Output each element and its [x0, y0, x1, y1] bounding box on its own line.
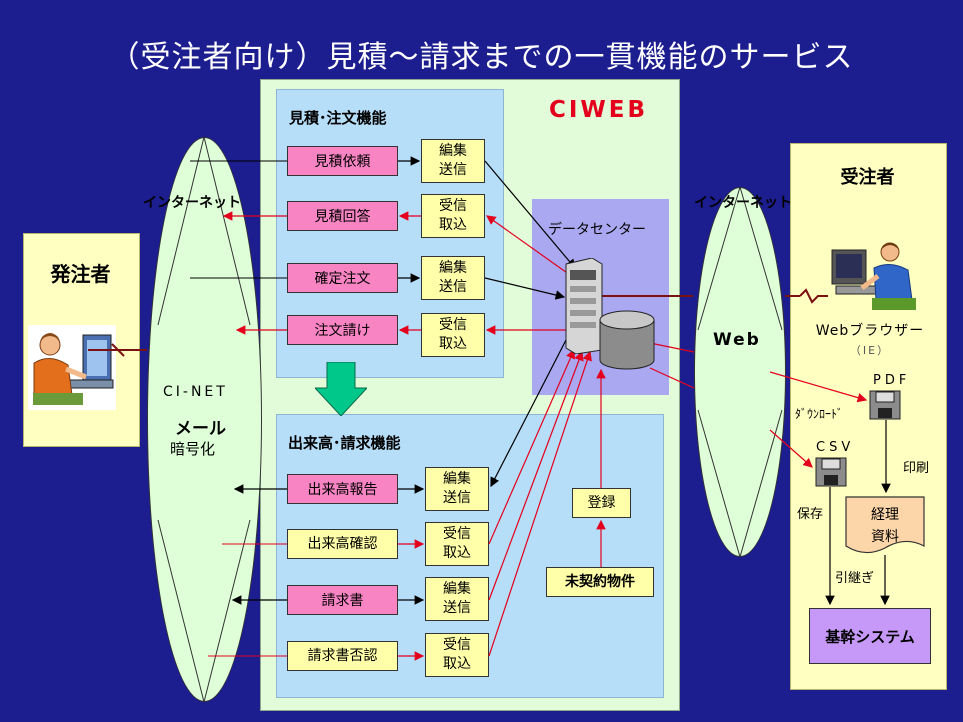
web-browser-label: Webブラウザー	[815, 323, 925, 339]
accounting-label-1: 経理	[871, 507, 899, 523]
uncontracted-box: 未契約物件	[546, 567, 654, 597]
ciweb-logo: CIWEB	[549, 97, 649, 123]
orderer-label: 発注者	[50, 262, 111, 286]
action-line2: 送信	[439, 279, 467, 295]
handover-label: 引継ぎ	[835, 571, 875, 586]
contractor-label: 受注者	[840, 167, 895, 188]
mail-label: メール	[175, 419, 226, 439]
action-line2: 取込	[439, 336, 467, 352]
estimate-answer-box: 見積回答	[287, 201, 398, 231]
progress-confirm-box: 出来高確認	[287, 529, 398, 559]
action-line2: 送信	[443, 490, 471, 506]
invoice-reject-box: 請求書否認	[287, 641, 398, 671]
action-line2: 送信	[439, 162, 467, 178]
flow-down-arrow	[313, 361, 369, 417]
invoice-reject-label: 請求書否認	[307, 647, 378, 664]
progress-confirm-label: 出来高確認	[307, 535, 378, 552]
action-line1: 受信	[439, 317, 467, 333]
invoice-reject-action: 受信取込	[425, 633, 489, 677]
action-line1: 編集	[443, 471, 471, 487]
csv-floppy-icon	[815, 457, 847, 487]
server-icon	[562, 257, 606, 355]
estimate-answer-action: 受信取込	[421, 194, 485, 238]
progress-confirm-action: 受信取込	[425, 522, 489, 566]
order-acceptance-box: 注文請け	[287, 315, 398, 345]
action-line2: 取込	[439, 217, 467, 233]
action-line1: 受信	[443, 637, 471, 653]
orderer-person-icon	[28, 325, 116, 410]
download-label: ﾀﾞｳﾝﾛｰﾄﾞ	[795, 407, 844, 421]
confirmed-order-box: 確定注文	[287, 263, 398, 293]
register-label: 登録	[587, 494, 616, 511]
save-label: 保存	[797, 507, 824, 522]
pdf-label: PDF	[873, 373, 911, 388]
pdf-floppy-icon	[869, 390, 901, 420]
core-system-box	[809, 608, 931, 664]
datacenter-label: データセンター	[548, 222, 646, 238]
ie-label: （IE）	[849, 344, 891, 357]
core-system-label: 基幹システム	[825, 628, 915, 646]
estimate-heading: 見積･注文機能	[289, 109, 387, 127]
action-line2: 送信	[443, 600, 471, 616]
confirmed-order-action: 編集送信	[421, 256, 485, 300]
uncontracted-label: 未契約物件	[565, 573, 635, 590]
csv-label: CSV	[816, 440, 855, 455]
estimate-request-action: 編集送信	[421, 139, 485, 183]
action-line1: 受信	[439, 198, 467, 214]
left-internet-ellipse	[147, 137, 262, 702]
estimate-request-box: 見積依頼	[287, 146, 398, 176]
accounting-label-2: 資料	[871, 529, 899, 545]
confirmed-order-label: 確定注文	[314, 271, 371, 287]
progress-heading: 出来高･請求機能	[288, 434, 401, 452]
action-line2: 取込	[443, 545, 471, 561]
cinet-label: CI-NET	[163, 384, 228, 400]
invoice-label: 請求書	[321, 593, 364, 609]
left-internet-label: インターネット	[143, 195, 241, 211]
action-line1: 編集	[439, 143, 467, 159]
contractor-person-icon	[826, 238, 918, 313]
invoice-action: 編集送信	[425, 577, 489, 621]
action-line2: 取込	[443, 656, 471, 672]
register-box: 登録	[572, 488, 631, 518]
order-acceptance-label: 注文請け	[314, 323, 371, 339]
slide-title: （受注者向け）見積～請求までの一貫機能のサービス	[109, 40, 854, 75]
progress-report-action: 編集送信	[425, 467, 489, 511]
database-icon	[598, 310, 656, 370]
encrypt-label: 暗号化	[170, 440, 216, 458]
web-label: Web	[713, 330, 761, 350]
estimate-request-label: 見積依頼	[314, 154, 371, 170]
estimate-answer-label: 見積回答	[314, 209, 371, 225]
right-internet-label: インターネット	[694, 195, 792, 211]
progress-report-label: 出来高報告	[307, 482, 378, 498]
progress-report-box: 出来高報告	[287, 474, 398, 504]
print-label: 印刷	[903, 461, 930, 476]
action-line1: 編集	[439, 260, 467, 276]
accounting-doc-shape	[845, 496, 925, 556]
contractor-panel	[790, 143, 947, 690]
invoice-box: 請求書	[287, 585, 398, 615]
action-line1: 受信	[443, 526, 471, 542]
order-acceptance-action: 受信取込	[421, 313, 485, 357]
action-line1: 編集	[443, 581, 471, 597]
